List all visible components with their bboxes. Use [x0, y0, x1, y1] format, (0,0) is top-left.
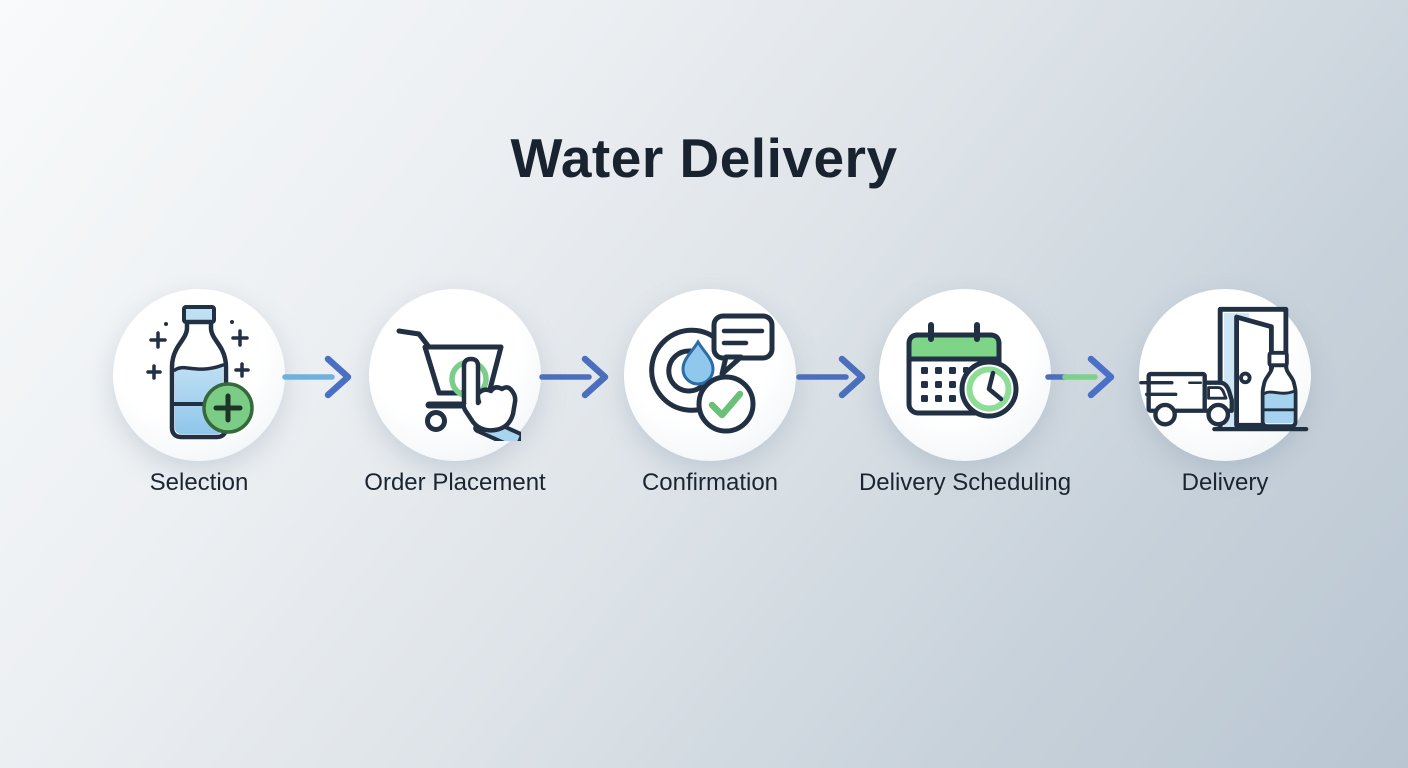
flow-arrow-2 — [539, 355, 609, 399]
step-circle — [879, 289, 1051, 461]
check-badge-icon — [696, 374, 756, 434]
step-delivery-scheduling: Delivery Scheduling — [835, 289, 1095, 497]
calendar-dates — [921, 367, 969, 402]
flow-arrow-1 — [282, 355, 352, 399]
water-drop-message-check-icon — [649, 313, 775, 434]
message-bubble-icon — [711, 313, 775, 377]
step-circle — [113, 289, 285, 461]
sparkles — [146, 329, 250, 380]
step-label: Selection — [149, 469, 249, 496]
step-label: Delivery Scheduling — [858, 469, 1072, 496]
clock-icon — [959, 359, 1019, 419]
step-label: Order Placement — [364, 469, 546, 496]
pointer-hand-icon — [461, 356, 521, 441]
water-bottle-icon — [1260, 350, 1298, 429]
flow-arrow-4 — [1045, 355, 1115, 399]
step-label: Confirmation — [641, 469, 779, 496]
step-circle — [369, 289, 541, 461]
step-circle — [1139, 289, 1311, 461]
step-selection: Selection — [69, 289, 329, 497]
step-delivery: Delivery — [1095, 289, 1355, 497]
page-title: Water Delivery — [510, 127, 898, 189]
step-confirmation: Confirmation — [580, 289, 840, 497]
step-order-placement: Order Placement — [325, 289, 585, 497]
water-drop-icon — [681, 339, 715, 386]
delivery-truck-icon — [1139, 371, 1234, 427]
water-bottle-add-icon — [146, 305, 254, 440]
step-circle — [624, 289, 796, 461]
calendar-clock-icon — [906, 322, 1019, 419]
step-label: Delivery — [1181, 469, 1269, 496]
speed-lines — [1139, 381, 1178, 397]
flow-arrow-3 — [796, 355, 866, 399]
add-badge-icon — [202, 382, 254, 434]
cart-tap-icon — [396, 328, 521, 441]
truck-door-bottle-icon — [1139, 306, 1309, 432]
